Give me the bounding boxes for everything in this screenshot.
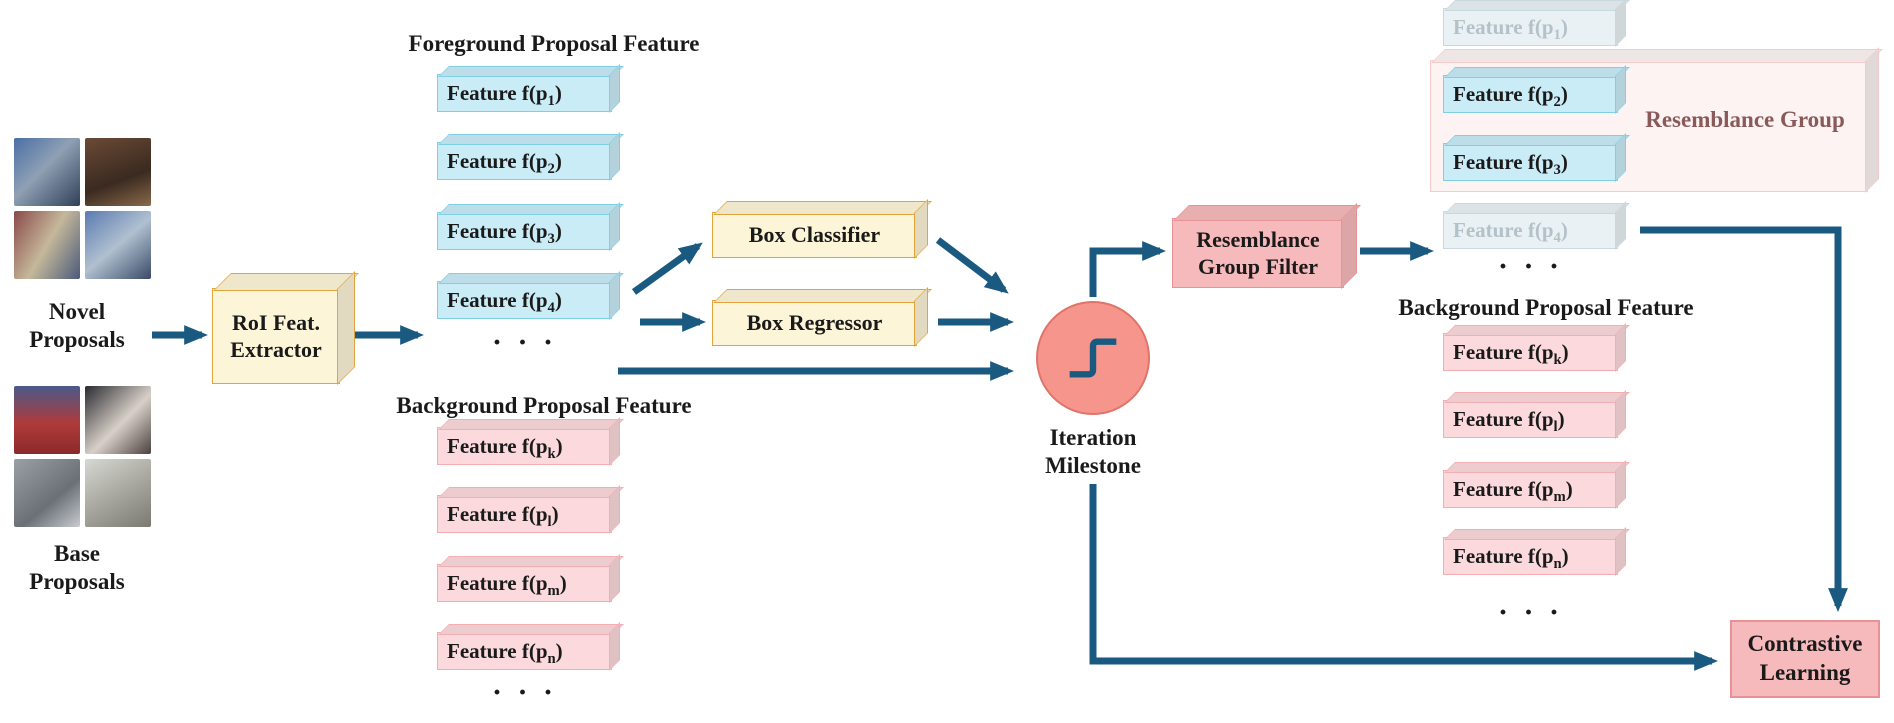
novel-image-motorcyclist: [14, 138, 80, 206]
novel-image-people: [14, 211, 80, 279]
foreground-ellipsis: · · ·: [491, 326, 557, 359]
output-ellipsis: · · ·: [1497, 250, 1563, 283]
novel-proposal-images: [14, 138, 151, 279]
roi-feature-extractor-label: RoI Feat. Extractor: [230, 309, 322, 363]
feature-label: Feature f(pk): [447, 433, 563, 462]
feature-box-out-3: Feature f(p3): [1443, 143, 1618, 181]
arrow-output-to-contrastive: [1640, 226, 1848, 612]
feature-box-fg-4: Feature f(p4): [437, 281, 612, 319]
base-image-seal: [14, 459, 80, 527]
box-classifier-label: Box Classifier: [748, 222, 881, 247]
feature-label: Feature f(pm): [447, 570, 567, 599]
feature-label: Feature f(p3): [447, 218, 562, 247]
feature-box-fg-3: Feature f(p3): [437, 212, 612, 250]
resemblance-group-filter-label: Resemblance Group Filter: [1196, 226, 1320, 280]
feature-label: Feature f(p4): [447, 287, 562, 316]
feature-label: Feature f(p3): [1453, 149, 1568, 178]
arrow-milestone-to-filter: [1089, 241, 1166, 297]
background-proposal-feature-title: Background Proposal Feature: [396, 393, 692, 418]
roi-feature-extractor: RoI Feat. Extractor: [212, 288, 340, 384]
feature-box-out-bg-n: Feature f(pn): [1443, 537, 1618, 575]
contrastive-learning: Contrastive Learning: [1730, 620, 1880, 698]
iteration-milestone-label: Iteration Milestone: [1045, 425, 1141, 479]
feature-label: Feature f(p1): [447, 80, 562, 109]
feature-box-fg-2: Feature f(p2): [437, 142, 612, 180]
box-regressor: Box Regressor: [712, 300, 917, 346]
step-function-icon: [1069, 338, 1117, 378]
feature-label: Feature f(p2): [447, 148, 562, 177]
background-ellipsis: · · ·: [491, 676, 557, 709]
feature-box-bg-k: Feature f(pk): [437, 427, 612, 465]
feature-label: Feature f(pl): [1453, 406, 1565, 435]
feature-box-out-bg-m: Feature f(pm): [1443, 470, 1618, 508]
resemblance-group-filter: Resemblance Group Filter: [1172, 218, 1344, 288]
feature-label: Feature f(pl): [447, 501, 559, 530]
base-image-sheep: [85, 459, 151, 527]
feature-label: Feature f(pn): [1453, 543, 1569, 572]
feature-box-out-bg-l: Feature f(pl): [1443, 400, 1618, 438]
base-proposal-images: [14, 386, 151, 527]
feature-box-out-bg-k: Feature f(pk): [1443, 333, 1618, 371]
base-proposals-label: Base Proposals: [29, 541, 125, 595]
feature-label: Feature f(p1): [1453, 14, 1568, 43]
feature-label: Feature f(p2): [1453, 81, 1568, 110]
arrow-features-to-classifier: [631, 242, 703, 295]
feature-label: Feature f(p4): [1453, 217, 1568, 246]
novel-proposals-label: Novel Proposals: [29, 299, 125, 353]
feature-label: Feature f(pn): [447, 638, 563, 667]
novel-image-interior: [85, 138, 151, 206]
feature-box-fg-1: Feature f(p1): [437, 74, 612, 112]
contrastive-learning-label: Contrastive Learning: [1747, 631, 1863, 685]
feature-box-out-4-faded: Feature f(p4): [1443, 211, 1618, 249]
arrow-classifier-to-milestone: [935, 237, 1009, 294]
base-image-person-cat: [85, 386, 151, 454]
feature-box-bg-m: Feature f(pm): [437, 564, 612, 602]
base-image-bus: [14, 386, 80, 454]
feature-box-bg-l: Feature f(pl): [437, 495, 612, 533]
resemblance-group-label: Resemblance Group: [1645, 107, 1845, 132]
output-background-ellipsis: · · ·: [1497, 596, 1563, 629]
feature-label: Feature f(pk): [1453, 339, 1569, 368]
feature-label: Feature f(pm): [1453, 476, 1573, 505]
output-background-title: Background Proposal Feature: [1398, 295, 1694, 320]
iteration-milestone-node: [1036, 301, 1150, 415]
arrow-milestone-to-contrastive: [1089, 484, 1718, 671]
feature-box-out-1-faded: Feature f(p1): [1443, 8, 1618, 46]
novel-image-motorcycles: [85, 211, 151, 279]
feature-box-out-2: Feature f(p2): [1443, 75, 1618, 113]
foreground-proposal-feature-title: Foreground Proposal Feature: [408, 31, 700, 56]
box-regressor-label: Box Regressor: [746, 310, 883, 335]
feature-box-bg-n: Feature f(pn): [437, 632, 612, 670]
box-classifier: Box Classifier: [712, 212, 917, 258]
